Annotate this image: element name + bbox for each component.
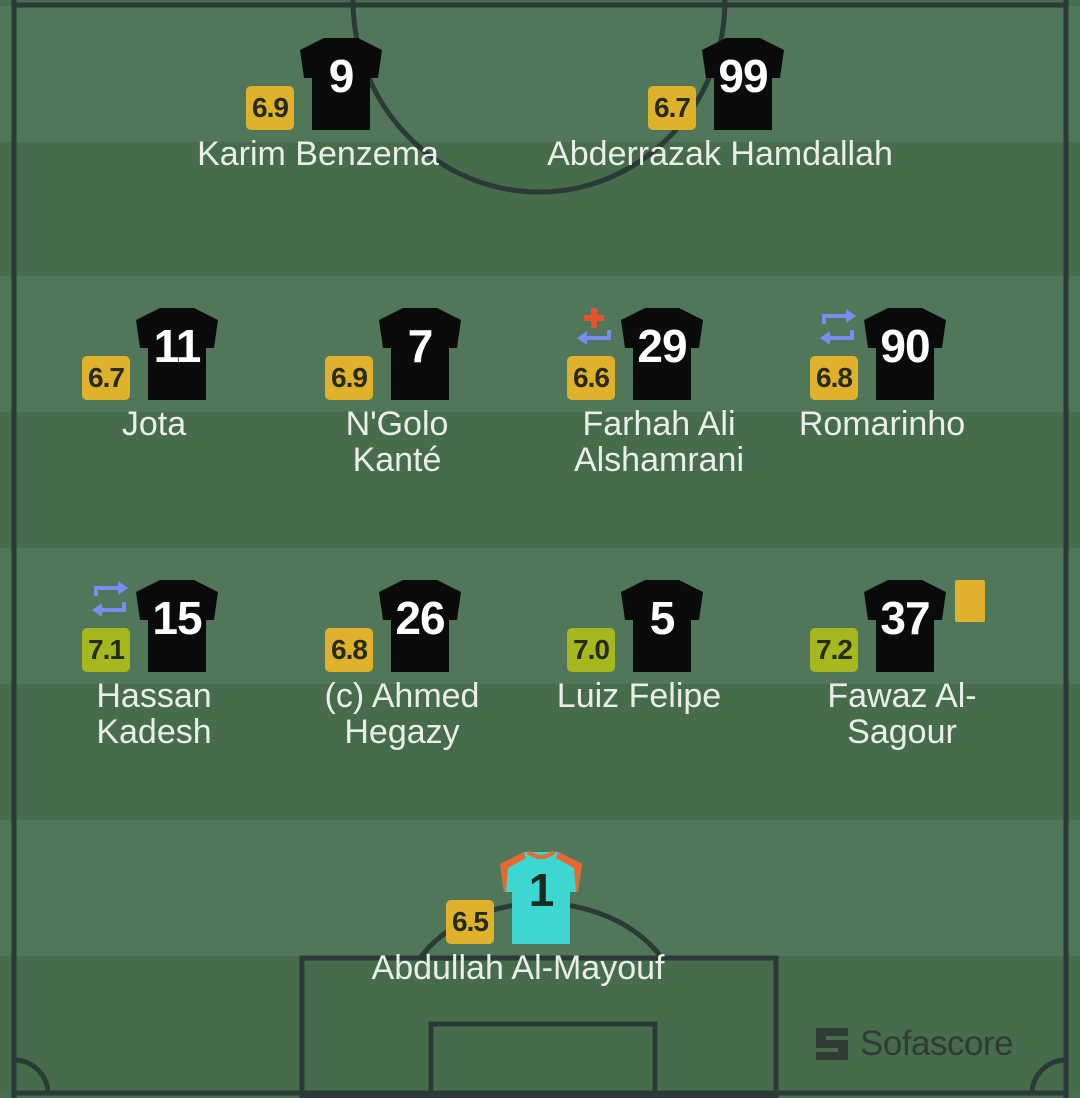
substitution-icon [92, 581, 128, 617]
rating-badge: 6.9 [325, 356, 373, 400]
jersey-number: 29 [637, 320, 687, 372]
shirt-icon [300, 38, 382, 130]
corner-arc-right [1029, 1057, 1067, 1095]
jersey: 1 [498, 850, 584, 946]
rating-badge: 6.6 [567, 356, 615, 400]
rating-badge: 7.1 [82, 628, 130, 672]
jersey-number: 37 [880, 592, 930, 644]
player-felipe[interactable]: 5 7.0 Luiz Felipe [519, 578, 759, 758]
injury-icon [584, 308, 604, 328]
substitution-icon [820, 309, 856, 345]
pitch-stripe [0, 142, 1080, 278]
player-name: (c) Ahmed Hegazy [324, 677, 480, 751]
jersey: 37 [862, 578, 948, 674]
jersey-number: 99 [718, 50, 768, 102]
jersey: 29 [619, 306, 705, 402]
rating-badge: 7.2 [810, 628, 858, 672]
jersey-number: 11 [153, 320, 202, 372]
rating-badge: 6.9 [246, 86, 294, 130]
jersey-number: 7 [407, 320, 434, 372]
shirt-icon [136, 308, 218, 400]
substitution-icon [577, 330, 611, 345]
jersey-number: 9 [328, 50, 355, 102]
player-kante[interactable]: 7 6.9 N'Golo Kanté [277, 306, 517, 486]
player-name: Romarinho [798, 405, 966, 443]
sofascore-logo-icon [816, 1028, 848, 1060]
rating-badge: 6.7 [82, 356, 130, 400]
rating-badge: 6.8 [810, 356, 858, 400]
jersey: 11 [134, 306, 220, 402]
shirt-icon [379, 308, 461, 400]
rating-badge: 7.0 [567, 628, 615, 672]
player-jota[interactable]: 11 6.7 Jota [34, 306, 274, 486]
player-hamdallah[interactable]: 99 6.7 Abderrazak Hamdallah [547, 36, 893, 216]
player-mayouf[interactable]: 1 6.5 Abdullah Al-Mayouf [372, 850, 664, 1030]
goalkeeper-shirt-icon [500, 850, 582, 944]
jersey-number: 5 [649, 592, 676, 644]
pitch-stripe [0, 6, 1080, 142]
rating-badge: 6.7 [648, 86, 696, 130]
player-sagour[interactable]: 37 7.2 Fawaz Al-Sagour [762, 578, 1002, 758]
player-romarinho[interactable]: 90 6.8 Romarinho [762, 306, 1002, 486]
jersey: 9 [298, 36, 384, 132]
jersey: 15 [134, 578, 220, 674]
jersey: 7 [377, 306, 463, 402]
jersey-number: 15 [152, 592, 202, 644]
yellow-card-icon [955, 580, 985, 622]
jersey-number: 90 [880, 320, 930, 372]
pitch-stripe [0, 412, 1080, 548]
shirt-icon [621, 308, 703, 400]
shirt-icon [864, 308, 946, 400]
penalty-box [299, 955, 779, 1098]
jersey: 99 [700, 36, 786, 132]
player-name: Hassan Kadesh [96, 677, 212, 751]
player-name: Karim Benzema [197, 135, 439, 173]
rating-badge: 6.8 [325, 628, 373, 672]
shirt-icon [621, 580, 703, 672]
jersey: 90 [862, 306, 948, 402]
player-name: Fawaz Al-Sagour [827, 677, 977, 751]
rating-badge: 6.5 [446, 900, 494, 944]
pitch-stripe [0, 684, 1080, 820]
shirt-icon [379, 580, 461, 672]
center-circle [350, 0, 728, 195]
player-name: Luiz Felipe [556, 677, 722, 715]
corner-arc-left [13, 1057, 51, 1095]
player-name: Jota [121, 405, 187, 443]
player-kadesh[interactable]: 15 7.1 Hassan Kadesh [34, 578, 274, 758]
goal-box [428, 1021, 658, 1098]
player-benzema[interactable]: 9 6.9 Karim Benzema [197, 36, 439, 216]
player-hegazy[interactable]: 26 6.8 (c) Ahmed Hegazy [277, 578, 517, 758]
shirt-icon [136, 580, 218, 672]
jersey: 26 [377, 578, 463, 674]
player-name: Farhah Ali Alshamrani [573, 405, 745, 479]
jersey: 5 [619, 578, 705, 674]
sofascore-watermark: Sofascore [814, 1024, 1014, 1064]
player-name: N'Golo Kanté [345, 405, 449, 479]
shirt-icon [864, 580, 946, 672]
jersey-number: 26 [395, 592, 445, 644]
player-name: Abdullah Al-Mayouf [371, 949, 665, 987]
player-farhah[interactable]: 29 6.6 Farhah Ali Alshamrani [519, 306, 759, 486]
brand-name: Sofascore [860, 1024, 1014, 1063]
jersey-number: 1 [528, 864, 555, 916]
player-name: Abderrazak Hamdallah [547, 135, 893, 173]
shirt-icon [702, 38, 784, 130]
